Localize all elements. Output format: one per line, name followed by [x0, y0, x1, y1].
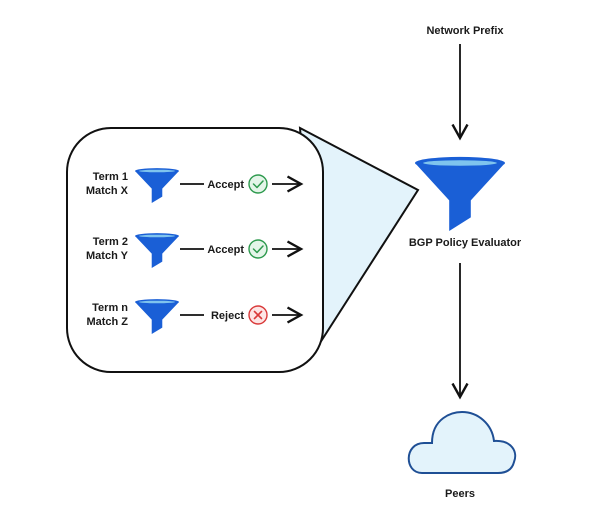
action-label: Accept — [207, 244, 244, 256]
evaluator-funnel-icon — [415, 156, 505, 231]
term-name: Term 1 — [93, 171, 128, 183]
term-row: Term 1 Match X Accept — [86, 168, 304, 203]
accept-check-icon — [248, 174, 268, 194]
term-name: Term n — [92, 302, 128, 314]
term-row: Term 2 Match Y Accept — [86, 233, 304, 268]
term-match: Match Y — [86, 250, 129, 262]
action-label: Accept — [207, 179, 244, 191]
term-funnel-icon — [135, 299, 179, 334]
action-label: Reject — [211, 310, 244, 322]
accept-check-icon — [248, 239, 268, 259]
peers-cloud-icon — [407, 410, 517, 474]
reject-x-icon — [248, 305, 268, 325]
term-match: Match X — [86, 185, 129, 197]
network-prefix-label: Network Prefix — [426, 25, 504, 37]
term-row: Term n Match Z Reject — [86, 299, 304, 334]
term-match: Match Z — [86, 316, 128, 328]
term-name: Term 2 — [93, 236, 128, 248]
peers-label: Peers — [445, 488, 475, 500]
term-funnel-icon — [135, 233, 179, 268]
evaluator-label: BGP Policy Evaluator — [409, 237, 522, 249]
term-funnel-icon — [135, 168, 179, 203]
